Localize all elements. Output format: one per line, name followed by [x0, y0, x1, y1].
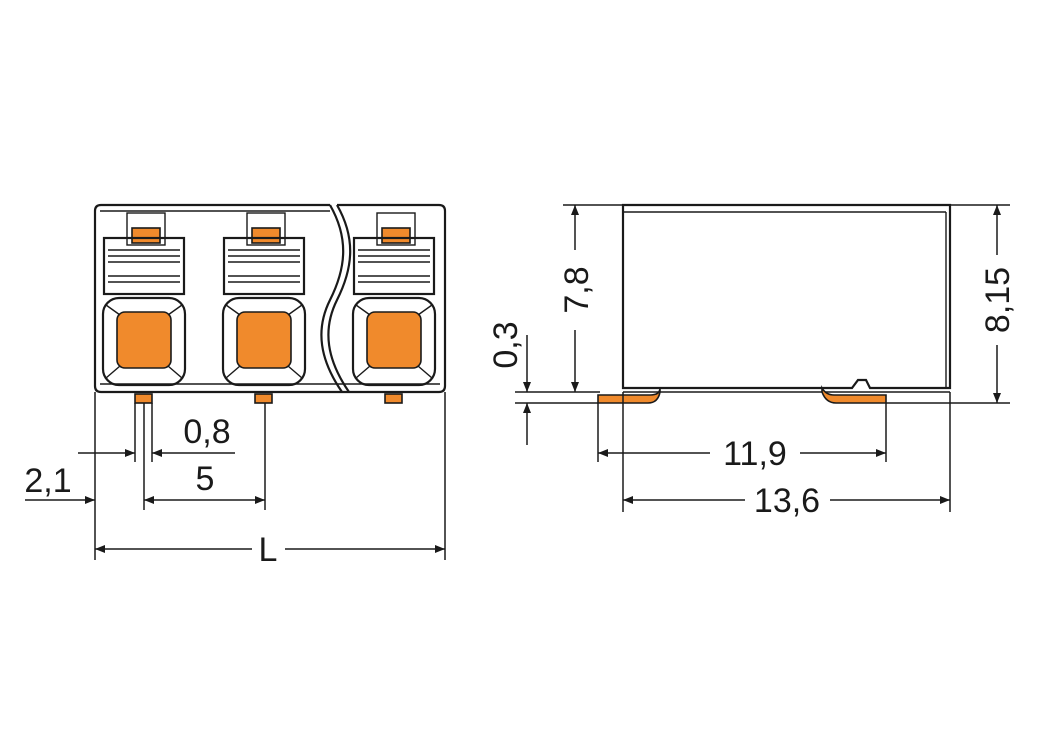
dim-pin-span: 11,9 [723, 435, 787, 473]
pole-2 [221, 212, 307, 404]
dim-depth: 13,6 [754, 482, 820, 520]
side-view: 7,8 0,3 8,15 11,9 13,6 [487, 203, 1017, 520]
dim-standoff: 0,3 [487, 321, 525, 368]
lever-release-tab [131, 227, 161, 244]
front-view: 2,1 0,8 5 L [24, 203, 447, 569]
dim-body-height: 7,8 [558, 266, 596, 313]
front-dimensions: 2,1 0,8 5 L [24, 392, 446, 569]
break-line-2 [327, 204, 352, 393]
side-pin-left [597, 387, 661, 404]
side-dimensions: 7,8 0,3 8,15 11,9 13,6 [487, 204, 1017, 520]
side-pin-right [821, 384, 887, 404]
pole-3 [351, 212, 437, 404]
pole-1 [101, 212, 187, 404]
side-body [621, 203, 952, 390]
dim-length: L [259, 531, 278, 569]
break-line [320, 204, 345, 393]
solder-pin [134, 393, 153, 404]
dim-pin-width: 0,8 [183, 413, 230, 451]
dim-total-height: 8,15 [979, 267, 1017, 333]
body-right-part [337, 203, 447, 394]
push-button [116, 311, 172, 369]
dim-pin-offset: 2,1 [24, 462, 71, 500]
dim-pitch: 5 [196, 460, 215, 498]
body-left-part [93, 203, 342, 394]
